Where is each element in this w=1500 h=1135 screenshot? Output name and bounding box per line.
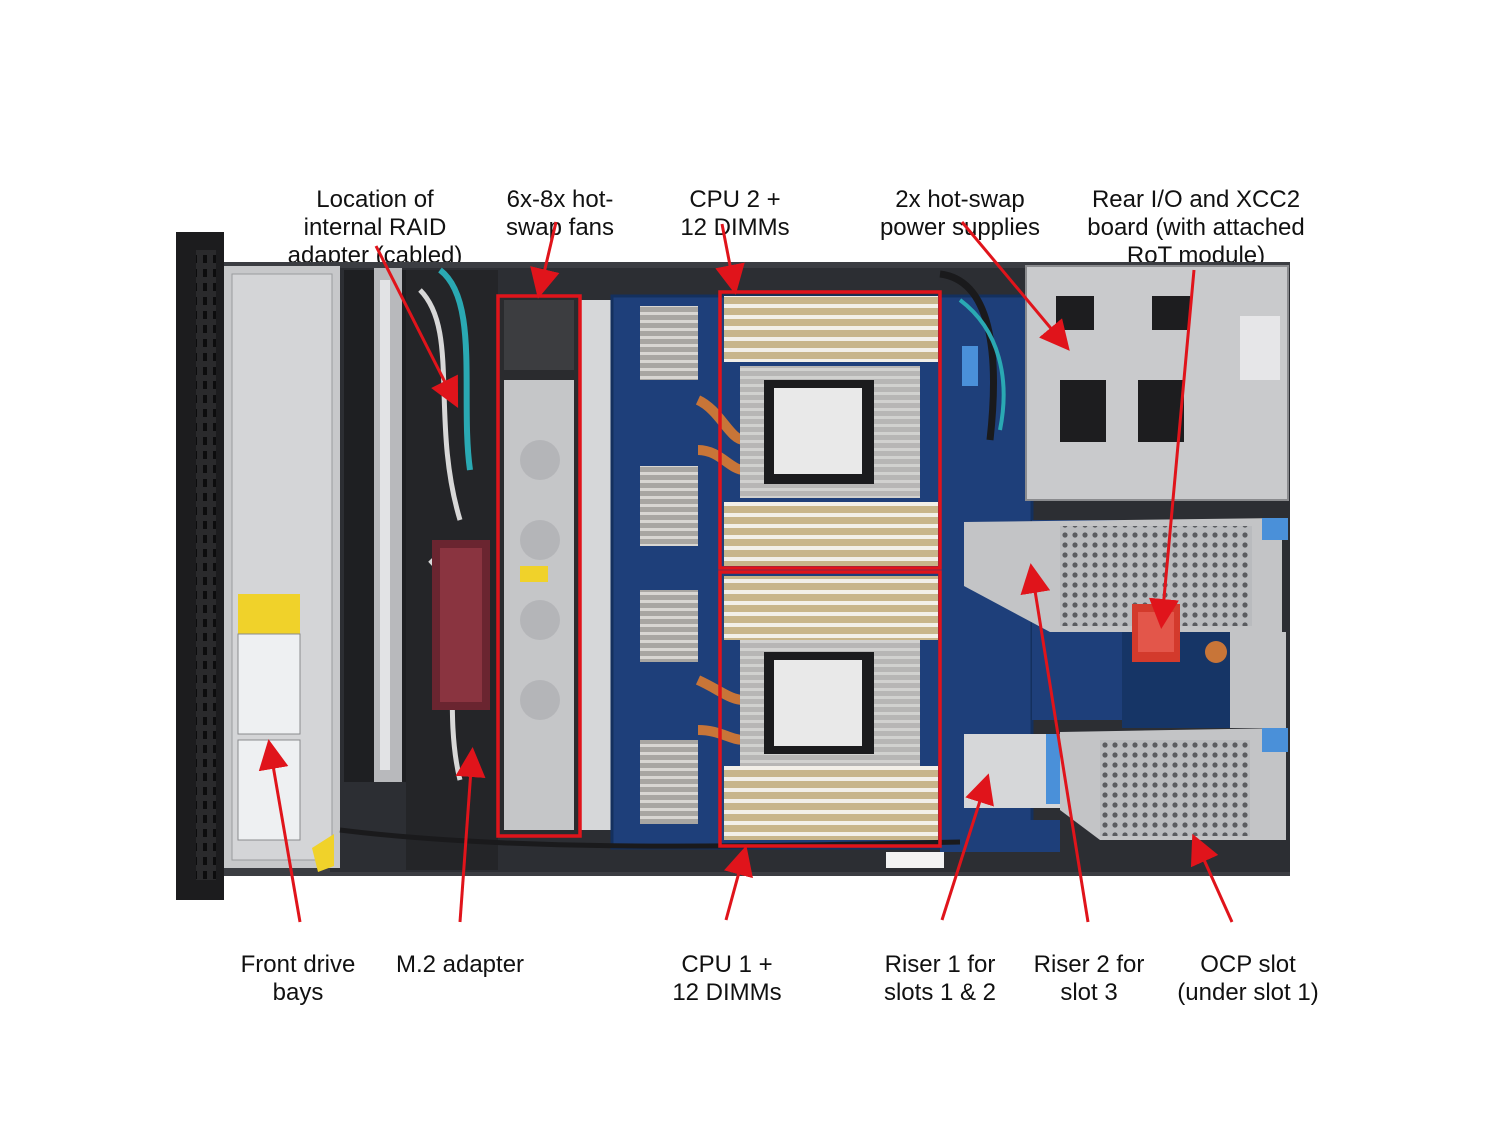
arrow-m2 [455,747,486,923]
cpu1-callout-box [718,570,942,848]
arrow-cpu2 [715,223,745,295]
label-hot-swap-fans: 6x-8x hot-swap fans [505,186,615,241]
arrow-cpu1 [724,845,753,921]
arrow-fans [530,221,560,299]
label-m2-adapter: M.2 adapter [395,951,525,978]
power-supply-bays [1025,265,1289,501]
vrm-heatsinks [640,306,746,824]
power-cables [939,270,1006,441]
cpu2-region [724,296,938,566]
arrow-riser1 [940,773,994,921]
bottom-cables [339,827,961,868]
label-cpu2: CPU 2 +12 DIMMs [680,186,790,241]
cable-area [406,267,498,870]
warning-label [238,594,300,634]
arrow-riser2 [1020,563,1090,923]
cpu1-region [724,576,938,840]
riser1 [964,632,1288,840]
rear-io-board [1122,604,1232,728]
fan-cage [498,296,612,836]
front-drive-bays [176,232,340,900]
label-cpu1: CPU 1 +12 DIMMs [672,951,782,1006]
callout-arrows [258,221,1234,923]
cpu2-callout-box [718,290,942,570]
arrow-front-bays [258,739,302,923]
arrow-rear-io [1148,269,1196,629]
label-ocp-slot: OCP slot(under slot 1) [1177,951,1319,1006]
arrow-ocp [1190,833,1234,923]
drive-backplane [344,268,406,782]
arrow-psu [960,221,1070,351]
arrow-raid [374,245,459,409]
